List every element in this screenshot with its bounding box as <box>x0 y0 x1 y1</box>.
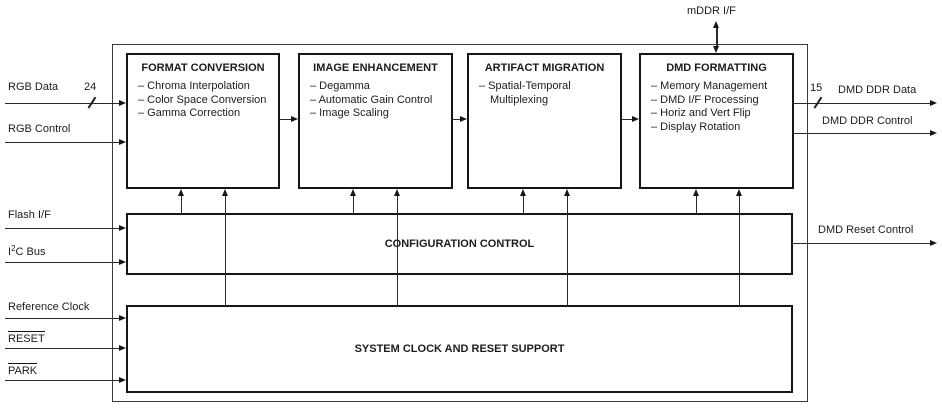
arrow-artifact-to-dmd <box>622 116 639 122</box>
bus-width-dmd-ddr-data: 15 <box>810 82 823 94</box>
signal-label-dmd-ddr-data: DMD DDR Data <box>838 84 917 96</box>
arrow-dmd-reset-control <box>793 240 937 246</box>
signal-label-rgb-control: RGB Control <box>8 123 71 135</box>
block-item: – Automatic Gain Control <box>310 93 433 106</box>
arrow-sysclk-to-dmd <box>736 189 742 305</box>
block-items: – Degamma – Automatic Gain Control – Ima… <box>300 80 451 121</box>
block-title: ARTIFACT MIGRATION <box>484 62 605 74</box>
arrow-sysclk-to-enhancement <box>394 189 400 305</box>
block-title: CONFIGURATION CONTROL <box>384 238 535 250</box>
signal-label-park: PARK <box>8 363 38 377</box>
arrow-park <box>5 377 126 383</box>
arrow-sysclk-to-artifact <box>564 189 570 305</box>
signal-label-i2c-bus: I2C Bus <box>8 244 46 259</box>
arrow-rgb-data <box>5 100 126 106</box>
arrow-config-to-format <box>178 189 184 213</box>
arrow-sysclk-to-format <box>222 189 228 305</box>
block-item: – Image Scaling <box>310 107 389 119</box>
signal-label-reset: RESET <box>8 331 45 345</box>
bus-width-rgb-data: 24 <box>84 81 97 93</box>
block-item: – Horiz and Vert Flip <box>651 107 751 119</box>
arrow-reset <box>5 345 126 351</box>
arrow-config-to-enhancement <box>350 189 356 213</box>
block-item: – Display Rotation <box>651 120 741 133</box>
block-image-enhancement: IMAGE ENHANCEMENT – Degamma – Automatic … <box>298 53 453 189</box>
signal-label-rgb-data: RGB Data <box>8 81 59 93</box>
arrow-dmd-ddr-control <box>794 130 937 136</box>
signal-label-dmd-ddr-control: DMD DDR Control <box>822 115 913 127</box>
block-format-conversion: FORMAT CONVERSION – Chroma Interpolation… <box>126 53 280 189</box>
block-system-clock-reset: SYSTEM CLOCK AND RESET SUPPORT <box>126 305 793 393</box>
block-item: – Chroma Interpolation <box>138 80 250 92</box>
block-title: IMAGE ENHANCEMENT <box>313 62 438 74</box>
block-items: – Spatial-Temporal Multiplexing <box>469 80 620 107</box>
block-item: – Memory Management <box>651 80 768 92</box>
block-item: – Gamma Correction <box>138 107 241 119</box>
block-configuration-control: CONFIGURATION CONTROL <box>126 213 793 275</box>
signal-label-mddr-if: mDDR I/F <box>687 5 736 17</box>
block-title: FORMAT CONVERSION <box>141 62 265 74</box>
block-items: – Chroma Interpolation – Color Space Con… <box>128 80 278 121</box>
block-item: – Color Space Conversion <box>138 93 267 106</box>
arrow-config-to-dmd <box>693 189 699 213</box>
arrow-dmd-ddr-data <box>794 100 937 106</box>
signal-label-flash-if: Flash I/F <box>8 209 51 221</box>
arrow-config-to-artifact <box>520 189 526 213</box>
signal-label-reference-clock: Reference Clock <box>8 301 90 313</box>
arrow-enhancement-to-artifact <box>453 116 467 122</box>
arrow-i2c-bus <box>5 259 126 265</box>
block-artifact-migration: ARTIFACT MIGRATION – Spatial-Temporal Mu… <box>467 53 622 189</box>
block-item: – Spatial-Temporal Multiplexing <box>479 80 571 106</box>
block-items: – Memory Management – DMD I/F Processing… <box>641 80 792 134</box>
signal-label-dmd-reset-control: DMD Reset Control <box>818 224 914 236</box>
arrow-flash-if <box>5 225 126 231</box>
arrow-reference-clock <box>5 315 126 321</box>
block-item: – Degamma <box>310 80 370 92</box>
chip-boundary <box>112 44 808 402</box>
arrow-format-to-enhancement <box>280 116 298 122</box>
block-dmd-formatting: DMD FORMATTING – Memory Management – DMD… <box>639 53 794 189</box>
block-title: DMD FORMATTING <box>666 62 767 74</box>
block-item: – DMD I/F Processing <box>651 93 759 106</box>
arrow-rgb-control <box>5 139 126 145</box>
block-title: SYSTEM CLOCK AND RESET SUPPORT <box>354 343 565 355</box>
arrow-mddr-if <box>713 21 719 53</box>
